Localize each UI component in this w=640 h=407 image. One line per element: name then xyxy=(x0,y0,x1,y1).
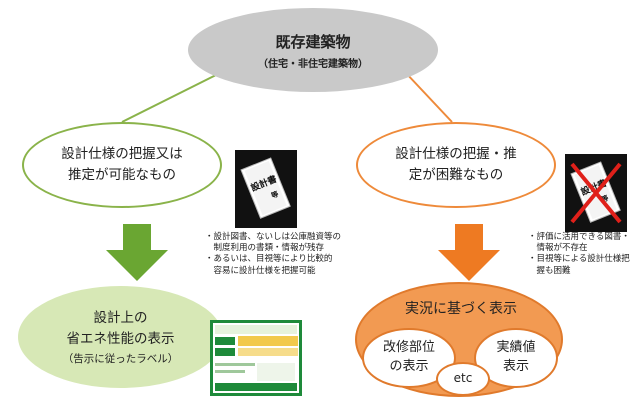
orange-down-arrow xyxy=(438,224,500,281)
connector-left xyxy=(121,71,223,123)
design-performance-display-title: 設計上の 省エネ性能の表示 xyxy=(66,310,175,347)
label-header xyxy=(215,325,297,334)
document-book-crossed-icon: 設計書 等 xyxy=(570,161,622,224)
label-line-2 xyxy=(215,370,245,373)
design-document-crossed-icon: 設計書 等 xyxy=(565,154,627,232)
green-down-arrow xyxy=(106,224,168,281)
right-condition-text: 設計仕様の把握・推 定が困難なもの xyxy=(395,146,517,183)
label-box xyxy=(257,363,295,381)
right-note: ・評価に活用できる図書・ 情報が不存在 ・目視等による設計仕様把 握も困難 xyxy=(528,232,630,276)
energy-label-thumbnail xyxy=(210,320,302,396)
left-note: ・設計図書、ないしは公庫融資等の 制度利用の書類・情報が残存 ・あるいは、目視等… xyxy=(205,232,342,276)
design-performance-display-subtitle: （告示に従ったラベル） xyxy=(62,352,179,365)
document-book-icon: 設計書 等 xyxy=(240,157,291,219)
actual-condition-display-title: 実況に基づく表示 xyxy=(405,301,517,317)
book-sublabel: 等 xyxy=(269,189,280,200)
cross-line-2 xyxy=(570,162,622,224)
label-line-1 xyxy=(215,363,255,366)
label-footer xyxy=(215,383,297,391)
top-node-title: 既存建築物 xyxy=(275,32,351,51)
label-row-marker-2 xyxy=(215,348,235,356)
design-performance-display-oval: 設計上の 省エネ性能の表示 （告示に従ったラベル） xyxy=(18,286,223,388)
left-condition-text: 設計仕様の把握又は 推定が可能なもの xyxy=(61,146,183,183)
book-sublabel-right: 等 xyxy=(599,193,610,204)
top-node-existing-building: 既存建築物 （住宅・非住宅建築物） xyxy=(188,8,438,92)
design-document-icon: 設計書 等 xyxy=(235,150,297,228)
left-condition-oval: 設計仕様の把握又は 推定が可能なもの xyxy=(22,122,222,208)
top-node-subtitle: （住宅・非住宅建築物） xyxy=(258,58,368,70)
label-row-marker-1 xyxy=(215,337,235,345)
label-rating-bar xyxy=(238,348,298,356)
etc-oval: etc xyxy=(436,362,490,396)
connector-right xyxy=(404,71,453,123)
label-rating-stars xyxy=(238,336,298,346)
right-condition-oval: 設計仕様の把握・推 定が困難なもの xyxy=(356,122,556,208)
